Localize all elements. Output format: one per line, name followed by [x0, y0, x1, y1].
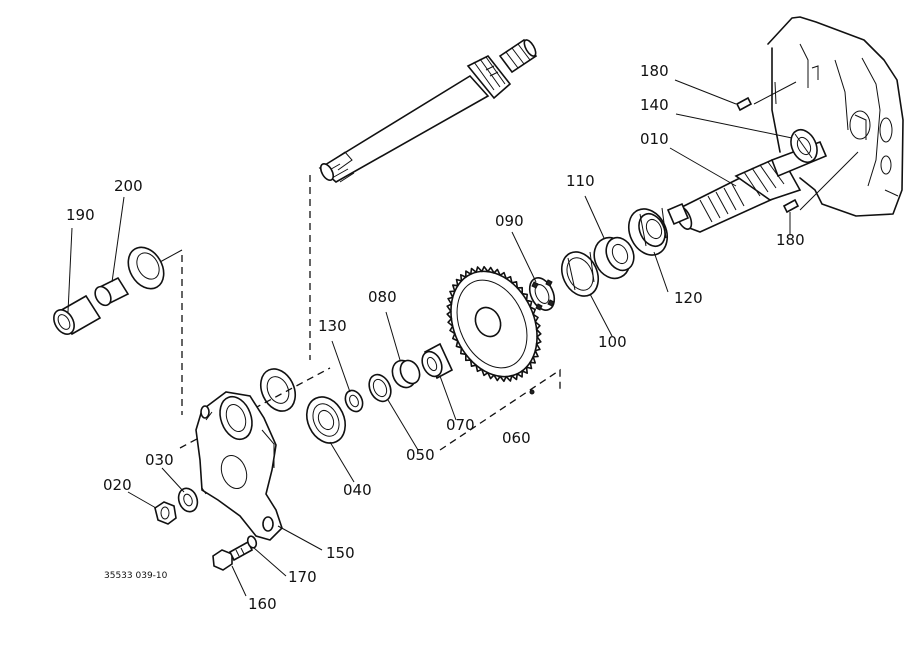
- part-label-p130: 130: [318, 317, 347, 335]
- collar-110: [593, 236, 635, 280]
- washer-170: [246, 535, 258, 549]
- part-label-p040: 040: [343, 481, 372, 499]
- gear-060: [446, 265, 542, 395]
- part-label-p160: 160: [248, 595, 277, 613]
- ring-130: [344, 389, 364, 413]
- bracket-150: [195, 391, 283, 541]
- part-label-p050: 050: [406, 446, 435, 464]
- needle-bearing-090: [528, 277, 556, 311]
- bolt-160: [212, 540, 254, 571]
- transmission-case: [767, 16, 904, 217]
- part-label-p200: 200: [114, 177, 143, 195]
- part-label-p120: 120: [674, 289, 703, 307]
- bearing-040: [305, 396, 347, 444]
- pin-180-upper: [735, 96, 753, 112]
- nut-020: [154, 501, 177, 525]
- part-label-p150: 150: [326, 544, 355, 562]
- washer-050: [368, 373, 392, 403]
- part-label-p020: 020: [103, 476, 132, 494]
- part-label-p080: 080: [368, 288, 397, 306]
- part-label-p030: 030: [145, 451, 174, 469]
- bearing-left: [127, 246, 165, 290]
- pin-leaders: [753, 81, 859, 211]
- drawing-code: 35533 039-10: [104, 571, 168, 581]
- input-seal: [259, 368, 297, 412]
- part-label-p010: 010: [640, 130, 669, 148]
- seal-140: [790, 128, 818, 164]
- collar-080: [391, 359, 421, 389]
- bearing-120: [627, 207, 669, 256]
- part-labels: 180 140 010 180 110 120 090 100 080 130 070 060 050 0…: [66, 62, 805, 613]
- washer-030: [177, 487, 199, 513]
- part-label-p070: 070: [446, 416, 475, 434]
- part-label-p190: 190: [66, 206, 95, 224]
- part-label-p170: 170: [288, 568, 317, 586]
- part-label-p140: 140: [640, 96, 669, 114]
- part-label-p180b: 180: [776, 231, 805, 249]
- leader-lines: [67, 79, 793, 597]
- part-label-p060: 060: [502, 429, 531, 447]
- part-label-p100: 100: [598, 333, 627, 351]
- bushing-070: [421, 342, 454, 380]
- bushing-190: [53, 294, 102, 336]
- part-label-p180a: 180: [640, 62, 669, 80]
- input-shaft: [318, 38, 538, 183]
- collar-200: [94, 276, 130, 307]
- pin-180-lower: [782, 198, 800, 214]
- ring-100: [560, 251, 600, 297]
- part-label-p110: 110: [566, 172, 595, 190]
- part-label-p090: 090: [495, 212, 524, 230]
